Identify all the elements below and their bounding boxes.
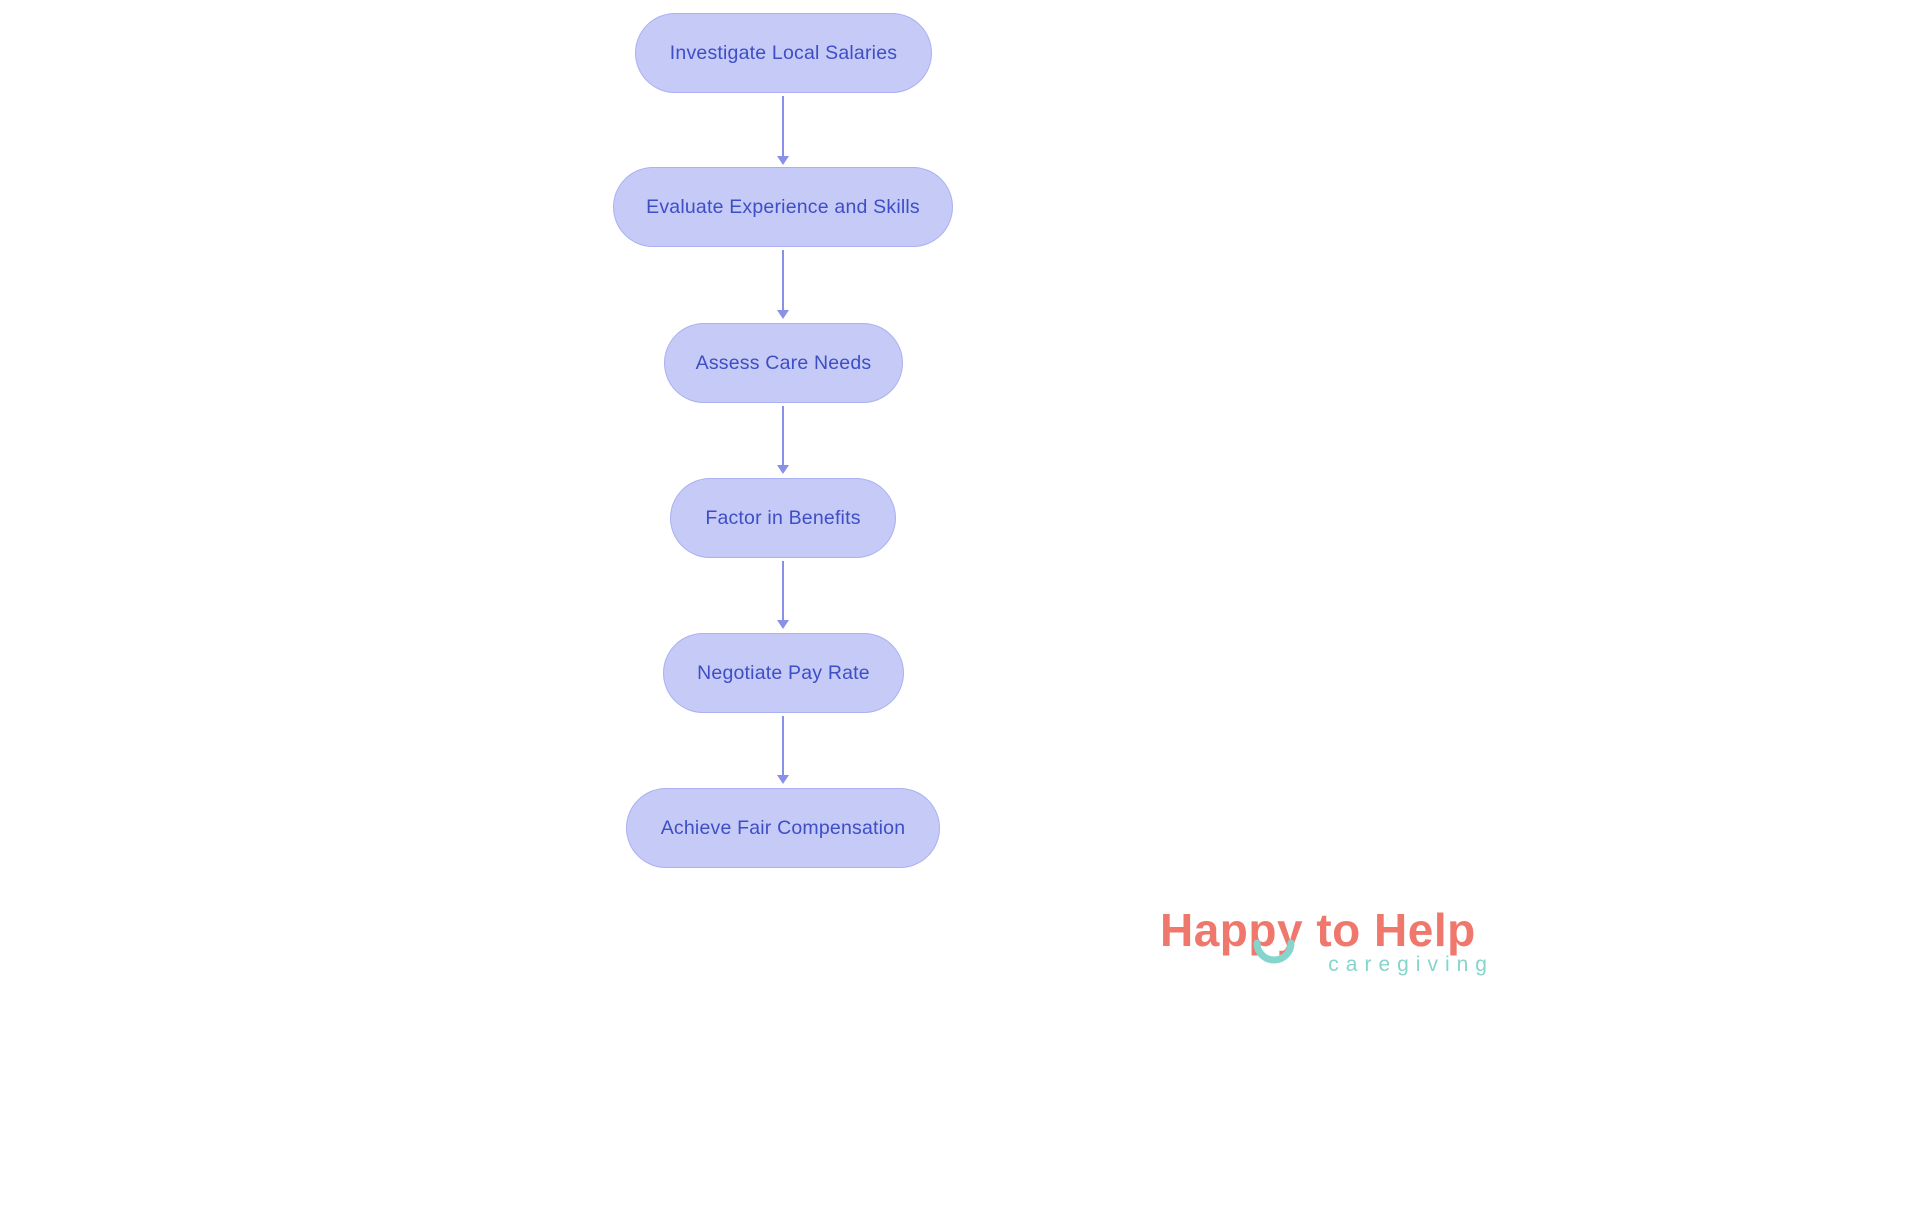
logo: Happy to Help caregiving (1160, 903, 1530, 983)
flow-node-label: Assess Care Needs (695, 351, 872, 374)
arrow-down-icon (776, 561, 790, 629)
arrow-down-icon (776, 406, 790, 474)
logo-title: Happy to Help (1160, 904, 1476, 956)
flow-node-label: Evaluate Experience and Skills (646, 195, 920, 218)
arrow-shaft (782, 96, 784, 156)
arrow-shaft (782, 406, 784, 465)
flow-node-label: Investigate Local Salaries (669, 41, 898, 64)
flow-node-evaluate-experience-and-skills: Evaluate Experience and Skills (613, 167, 953, 247)
arrow-head (777, 620, 789, 629)
flow-node-negotiate-pay-rate: Negotiate Pay Rate (663, 633, 904, 713)
arrow-shaft (782, 561, 784, 620)
arrow-shaft (782, 250, 784, 310)
arrow-down-icon (776, 250, 790, 319)
arrow-head (777, 156, 789, 165)
flow-node-investigate-local-salaries: Investigate Local Salaries (635, 13, 932, 93)
smile-arc-icon (1250, 937, 1298, 979)
flow-node-achieve-fair-compensation: Achieve Fair Compensation (626, 788, 940, 868)
logo-subtitle: caregiving (1328, 953, 1494, 976)
arrow-head (777, 465, 789, 474)
flow-node-label: Negotiate Pay Rate (697, 661, 870, 684)
arrow-head (777, 775, 789, 784)
arrow-head (777, 310, 789, 319)
arrow-down-icon (776, 716, 790, 784)
flow-node-label: Factor in Benefits (705, 506, 861, 529)
flow-node-label: Achieve Fair Compensation (660, 816, 906, 839)
arrow-shaft (782, 716, 784, 775)
arrow-down-icon (776, 96, 790, 165)
flow-node-factor-in-benefits: Factor in Benefits (670, 478, 896, 558)
flow-node-assess-care-needs: Assess Care Needs (664, 323, 903, 403)
